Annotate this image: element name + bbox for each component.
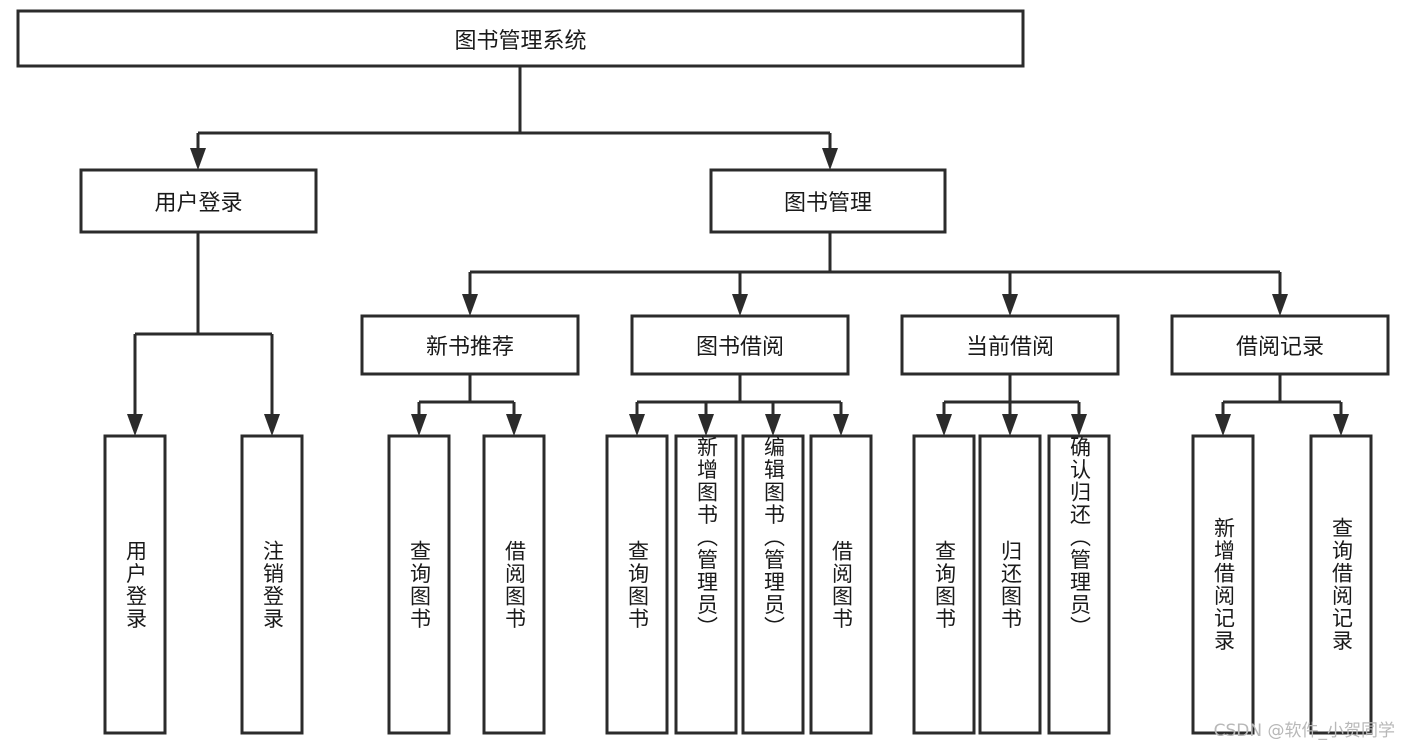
node-user-login[interactable]: [79, 168, 318, 234]
leaf-book-borrow-3[interactable]: [809, 434, 873, 735]
leaf-book-borrow-2[interactable]: [741, 434, 805, 735]
arrow-to-borrow-record: [1272, 294, 1288, 316]
arrow-current-borrow-leaf3: [1071, 414, 1087, 436]
arrow-new-book-leaf2: [506, 414, 522, 436]
arrow-book-borrow-leaf4: [833, 414, 849, 436]
arrow-to-new-book: [462, 294, 478, 316]
arrow-new-book-leaf1: [411, 414, 427, 436]
node-book-manage[interactable]: [709, 168, 947, 234]
arrow-to-book-borrow: [732, 294, 748, 316]
node-new-book-recommend[interactable]: [360, 314, 580, 376]
arrow-current-borrow-leaf1: [936, 414, 952, 436]
leaf-book-borrow-1[interactable]: [674, 434, 738, 735]
leaf-borrow-record-0[interactable]: [1191, 434, 1255, 735]
leaf-current-borrow-0[interactable]: [912, 434, 976, 735]
arrow-book-borrow-leaf1: [629, 414, 645, 436]
arrow-to-book-manage: [822, 148, 838, 170]
arrow-to-user-login: [190, 148, 206, 170]
node-root[interactable]: [16, 9, 1025, 68]
arrow-borrow-record-leaf1: [1215, 414, 1231, 436]
leaf-current-borrow-1[interactable]: [978, 434, 1042, 735]
arrow-borrow-record-leaf2: [1333, 414, 1349, 436]
arrow-user-login-leaf2: [264, 414, 280, 436]
arrow-current-borrow-leaf2: [1002, 414, 1018, 436]
leaf-current-borrow-2[interactable]: [1047, 434, 1111, 735]
arrow-user-login-leaf1: [127, 414, 143, 436]
arrow-to-current-borrow: [1002, 294, 1018, 316]
node-book-borrow[interactable]: [630, 314, 850, 376]
leaf-user-login-1[interactable]: [240, 434, 304, 735]
node-box-group: [16, 9, 1390, 735]
node-current-borrow[interactable]: [900, 314, 1120, 376]
arrow-book-borrow-leaf3: [765, 414, 781, 436]
leaf-new-book-0[interactable]: [387, 434, 451, 735]
leaf-book-borrow-0[interactable]: [605, 434, 669, 735]
node-borrow-record[interactable]: [1170, 314, 1390, 376]
leaf-user-login-0[interactable]: [103, 434, 167, 735]
leaf-new-book-1[interactable]: [482, 434, 546, 735]
arrow-book-borrow-leaf2: [698, 414, 714, 436]
connector-group: [127, 66, 1349, 436]
leaf-borrow-record-1[interactable]: [1309, 434, 1373, 735]
